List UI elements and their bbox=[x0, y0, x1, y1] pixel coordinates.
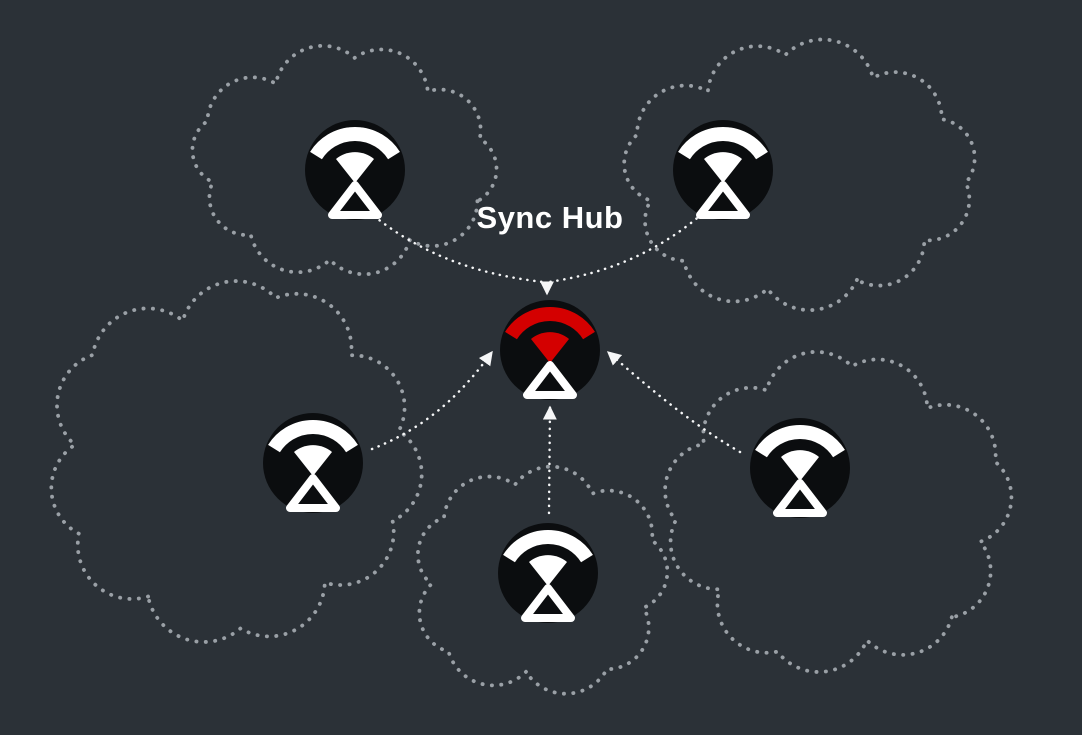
device-broadcast-icon bbox=[750, 418, 850, 518]
device-broadcast-icon bbox=[498, 523, 598, 623]
satellite-node-mid-right bbox=[750, 418, 850, 518]
device-broadcast-icon bbox=[263, 413, 363, 513]
arrow-bottom-to-hub bbox=[542, 405, 557, 515]
cloud-outline-top-right bbox=[622, 37, 977, 313]
hub-title: Sync Hub bbox=[476, 200, 624, 235]
arrow-mid-right-to-hub bbox=[606, 350, 742, 454]
arrow-top-right-to-hub bbox=[547, 212, 704, 284]
cloud-outline-mid-left bbox=[49, 279, 424, 644]
cloud-outline-top-left bbox=[190, 43, 499, 277]
cloud-outline-mid-right bbox=[663, 350, 1014, 674]
satellite-node-bottom bbox=[498, 523, 598, 623]
device-broadcast-icon bbox=[305, 120, 405, 220]
satellite-node-mid-left bbox=[263, 413, 363, 513]
hub-node bbox=[500, 300, 600, 400]
arrow-top-left-to-hub bbox=[372, 214, 554, 296]
arrow-mid-left-to-hub bbox=[370, 350, 494, 451]
device-broadcast-icon bbox=[673, 120, 773, 220]
satellite-node-top-right bbox=[673, 120, 773, 220]
sync-hub-broadcast-icon bbox=[500, 300, 600, 400]
satellite-node-top-left bbox=[305, 120, 405, 220]
